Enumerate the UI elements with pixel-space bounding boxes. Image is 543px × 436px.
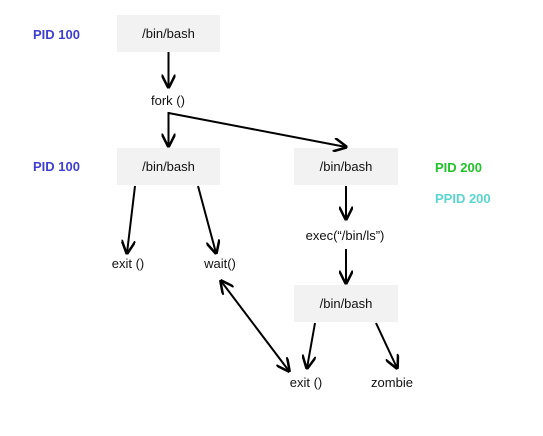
bash-parent-box — [117, 148, 220, 185]
bash-child-box — [294, 148, 398, 185]
pid-label-middle: PID 100 — [33, 159, 80, 174]
edge-parent-to-wait — [197, 185, 216, 253]
pid-label-child: PID 200 — [435, 160, 482, 175]
bash-exec-box — [294, 285, 398, 322]
edge-wait-exit-bidirectional — [221, 281, 289, 371]
exec-label: exec(“/bin/ls”) — [306, 228, 385, 243]
edge-parent-to-exit — [127, 185, 136, 253]
edge-fork-to-child — [168, 112, 347, 147]
fork-label: fork () — [151, 93, 185, 108]
bash-exec-label: /bin/bash — [320, 296, 373, 311]
bash-top-box — [117, 15, 220, 52]
wait-label: wait() — [203, 256, 236, 271]
zombie-label: zombie — [371, 375, 413, 390]
exit-parent-label: exit () — [112, 256, 145, 271]
pid-label-top: PID 100 — [33, 27, 80, 42]
edge-bash-to-exit — [307, 322, 315, 368]
bash-parent-label: /bin/bash — [142, 159, 195, 174]
edge-bash-to-zombie — [375, 322, 397, 368]
ppid-label-child: PPID 200 — [435, 191, 491, 206]
exit-child-label: exit () — [290, 375, 323, 390]
bash-child-label: /bin/bash — [320, 159, 373, 174]
bash-top-label: /bin/bash — [142, 26, 195, 41]
